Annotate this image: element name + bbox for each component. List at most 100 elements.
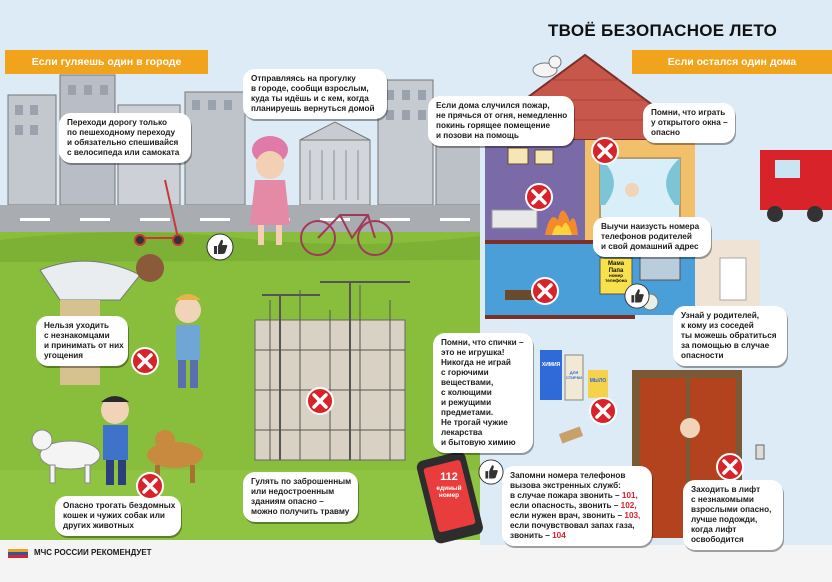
emergency-number: 101, <box>621 491 638 500</box>
sign-line: телефона <box>605 278 627 284</box>
mchs-flag-icon <box>8 549 28 558</box>
tip-neighbors: Узнай у родителей, к кому из соседей ты … <box>673 306 787 366</box>
sign-line: Мама <box>607 261 625 267</box>
tip-line: и бытовую химию <box>441 438 516 447</box>
white-dog <box>31 429 101 484</box>
emergency-number: 102, <box>620 501 637 510</box>
emergency-line: если почувствовал запах газа, <box>510 521 644 531</box>
thumbs-up-icon <box>206 233 234 261</box>
tip-line: Отправляясь на прогулку <box>251 74 356 83</box>
cross-icon <box>136 472 164 500</box>
phone-caption-line: номер <box>438 491 460 499</box>
smartphone <box>416 451 483 544</box>
chemicals <box>540 350 608 444</box>
tip-line: телефонов родителей <box>601 232 692 241</box>
cross-icon <box>591 137 619 165</box>
tip-line: и обязательно спешивайся <box>67 138 179 147</box>
emergency-text: звонить – <box>510 531 553 540</box>
tip-line: Никогда не играй <box>441 358 511 367</box>
boy-blonde <box>175 294 201 388</box>
emergency-number: 104 <box>552 531 566 540</box>
scooter <box>134 179 184 246</box>
tip-line: и принимать от них <box>44 341 124 350</box>
tip-line: за помощью в случае <box>681 341 770 350</box>
tip-line: и позови на помощь <box>436 131 519 140</box>
tip-walk: Отправляясь на прогулку в городе, сообщи… <box>243 69 387 119</box>
tip-emergency: Запомни номера телефонов вызова экстренн… <box>502 466 652 546</box>
tip-line: освободится <box>691 535 744 544</box>
cross-icon <box>716 453 744 481</box>
tip-line: предметами. <box>441 408 494 417</box>
bottle-label-laundry: ДЛЯ СТИРКИ <box>565 370 583 380</box>
tip-line: по пешеходному переходу <box>67 128 176 137</box>
cross-icon <box>525 183 553 211</box>
tip-line: опасности <box>681 351 724 360</box>
tip-line: у открытого окна – <box>651 118 728 127</box>
tip-line: к кому из соседей <box>681 321 754 330</box>
tip-line: опасно <box>651 128 681 137</box>
tip-line: Нельзя уходить <box>44 321 109 330</box>
phone-number-label: 112 <box>440 471 458 483</box>
tip-line: покинь горящее помещение <box>436 121 551 130</box>
bicycle <box>300 214 393 256</box>
bottle-label-soap: МЫЛО <box>589 378 607 384</box>
tip-line: ты можешь обратиться <box>681 331 777 340</box>
section-home: Если остался один дома <box>632 50 832 74</box>
tip-line: не прячься от огня, немедленно <box>436 111 568 120</box>
tip-line: куда ты идёшь и с кем, когда <box>251 94 369 103</box>
page-title: ТВОЁ БЕЗОПАСНОЕ ЛЕТО <box>548 21 778 40</box>
section-city: Если гуляешь один в городе <box>5 50 208 74</box>
thumbs-up-icon <box>624 283 650 309</box>
emergency-line: если опасность, звонить – 102, <box>510 501 644 511</box>
cross-icon <box>131 347 159 375</box>
tip-line: и режущими <box>441 398 492 407</box>
tip-construction: Гулять по заброшенным или недостроенным … <box>243 472 358 522</box>
footer-recommendation: МЧС РОССИИ РЕКОМЕНДУЕТ <box>34 548 152 557</box>
emergency-line: в случае пожара звонить – 101, <box>510 491 644 501</box>
tip-elevator: Заходить в лифт с незнакомыми взрослыми … <box>683 480 783 550</box>
tip-line: с горючими <box>441 368 489 377</box>
emergency-text: если нужен врач, звонить – <box>510 511 625 520</box>
tip-line: лекарства <box>441 428 483 437</box>
tip-line: с незнакомыми <box>691 495 754 504</box>
tip-line: Узнай у родителей, <box>681 311 760 320</box>
emergency-text: если почувствовал запах газа, <box>510 521 635 530</box>
thumbs-up-icon <box>478 459 504 485</box>
boy-dark <box>101 396 129 485</box>
tip-line: это не игрушка! <box>441 348 505 357</box>
cross-icon <box>589 397 617 425</box>
emergency-intro: Запомни номера телефонов <box>510 471 626 480</box>
phone-caption-line: единый <box>436 485 462 492</box>
tip-line: Переходи дорогу только <box>67 118 167 127</box>
tip-line: Не трогай чужие <box>441 418 508 427</box>
tip-line: с незнакомцами <box>44 331 110 340</box>
tip-line: когда лифт <box>691 525 737 534</box>
tip-line: с колющими <box>441 388 492 397</box>
tip-line: с велосипеда или самоката <box>67 148 180 157</box>
tip-line: в городе, сообщи взрослым, <box>251 84 369 93</box>
tip-line: Заходить в лифт <box>691 485 761 494</box>
tip-line: Помни, что спички – <box>441 338 524 347</box>
phone-caption: единый номер <box>432 485 466 500</box>
emergency-line: звонить – 104 <box>510 531 644 541</box>
tip-line: Гулять по заброшенным <box>251 477 352 486</box>
tip-matches: Помни, что спички – это не игрушка! Нико… <box>433 333 533 453</box>
tip-line: планируешь вернуться домой <box>251 104 375 113</box>
emergency-line: если нужен врач, звонить – 103, <box>510 511 644 521</box>
sign-line: Папа <box>608 267 624 274</box>
sign-line: номер <box>609 273 623 279</box>
tip-line: угощения <box>44 351 84 360</box>
tip-line: лучше подожди, <box>691 515 758 524</box>
cross-icon <box>306 387 334 415</box>
tip-line: Выучи наизусть номера <box>601 222 700 231</box>
tip-phones: Выучи наизусть номера телефонов родителе… <box>593 217 711 257</box>
emergency-text: если опасность, звонить – <box>510 501 621 510</box>
girl-with-helmet <box>250 136 290 245</box>
tip-line: взрослыми опасно, <box>691 505 772 514</box>
brown-dog <box>147 430 203 483</box>
tip-line: или недостроенным <box>251 487 335 496</box>
tip-line: других животных <box>63 521 134 530</box>
tip-line: веществами, <box>441 378 494 387</box>
construction-site <box>254 281 410 461</box>
